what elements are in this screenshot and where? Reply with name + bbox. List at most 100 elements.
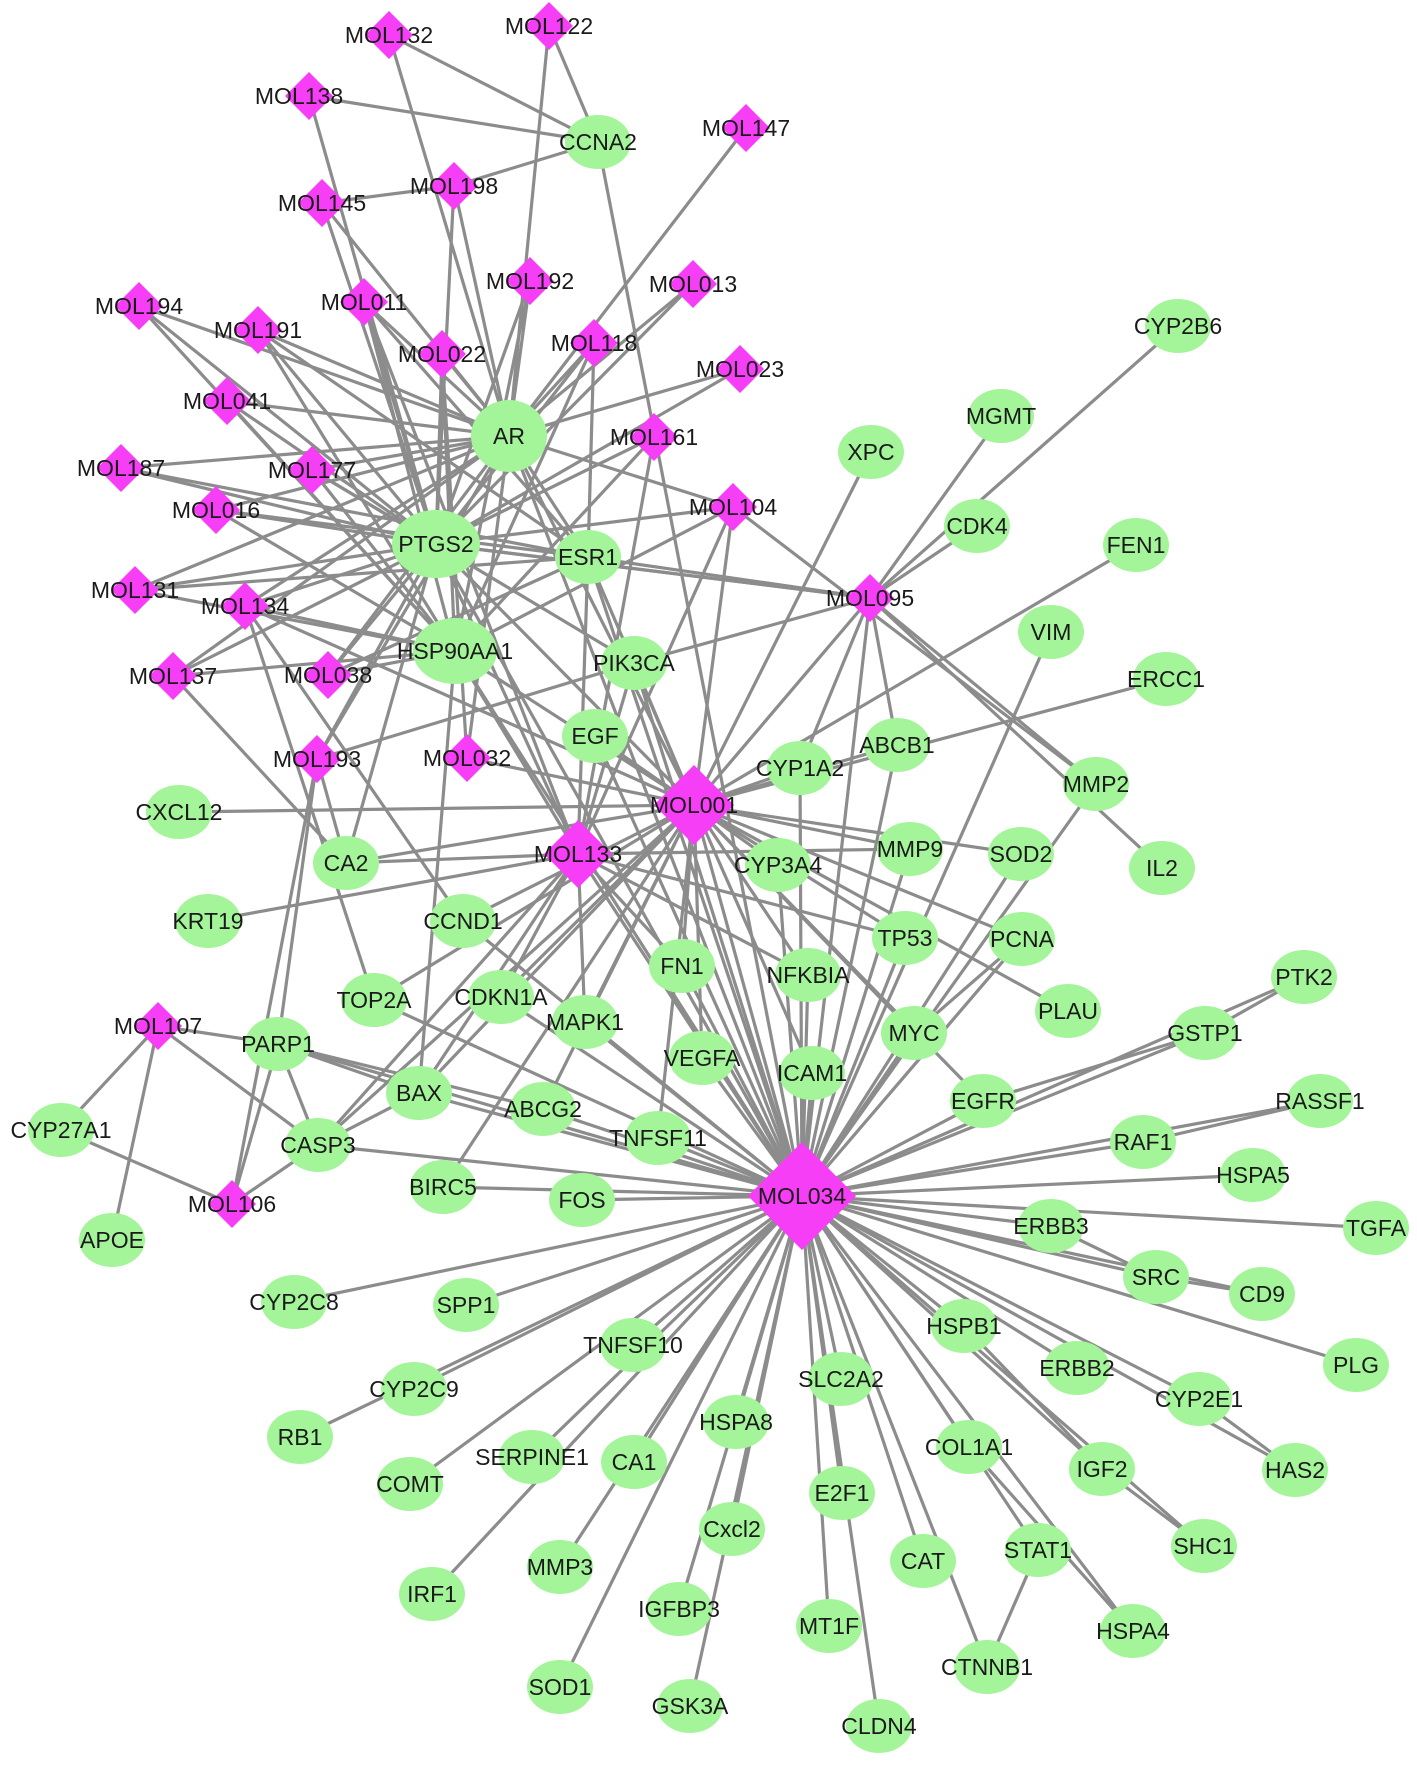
edge-MOL193-PIK3CA xyxy=(316,661,635,761)
target-node-vim xyxy=(1018,605,1084,659)
edge-MOL001-FEN1 xyxy=(693,543,1137,807)
target-node-cyp2e1 xyxy=(1166,1372,1232,1426)
target-node-parp1 xyxy=(245,1017,311,1071)
target-node-cyp2b6 xyxy=(1145,299,1211,353)
compound-node-mol137 xyxy=(149,652,197,700)
node-label-ca1: CA1 xyxy=(612,1449,657,1475)
target-node-krt19 xyxy=(175,894,241,948)
node-label-cyp1a2: CYP1A2 xyxy=(756,755,844,781)
target-node-plg xyxy=(1323,1338,1389,1392)
edge-MOL034-SERPINE1 xyxy=(530,1194,804,1459)
node-label-cxcl12: CXCL12 xyxy=(136,799,223,825)
node-label-hspa5: HSPA5 xyxy=(1216,1162,1290,1188)
target-node-shc1 xyxy=(1171,1519,1237,1573)
edge-MOL106-PARP1 xyxy=(230,1043,280,1205)
target-node-birc5 xyxy=(410,1160,476,1214)
edge-MOL104-MOL001 xyxy=(692,506,735,806)
target-node-ca2 xyxy=(313,836,379,890)
compound-node-mol194 xyxy=(115,282,163,330)
target-node-stat1 xyxy=(1005,1523,1071,1577)
target-node-col1a1 xyxy=(936,1420,1002,1474)
edge-MOL145-PTGS2 xyxy=(320,202,438,545)
target-node-casp3 xyxy=(285,1118,351,1172)
edge-MOL132-AR xyxy=(387,34,511,437)
node-label-shc1: SHC1 xyxy=(1173,1533,1234,1559)
compound-node-mol147 xyxy=(722,104,770,152)
node-label-mol022: MOL022 xyxy=(398,341,486,367)
edge-EGFR-GSTP1 xyxy=(982,1031,1206,1103)
edge-MOL095-MGMT xyxy=(868,415,1003,599)
edge-PTGS2-MOL034 xyxy=(434,543,804,1197)
edge-MOL193-AR xyxy=(315,435,511,760)
node-label-mol187: MOL187 xyxy=(77,455,165,481)
edge-MOL001-XPC xyxy=(692,451,873,806)
target-node-apoe xyxy=(79,1213,145,1267)
node-label-pcna: PCNA xyxy=(990,926,1055,952)
node-label-tp53: TP53 xyxy=(878,925,933,951)
target-node-icam1 xyxy=(779,1046,845,1100)
node-label-krt19: KRT19 xyxy=(172,908,243,934)
target-node-pik3ca xyxy=(601,636,667,690)
target-node-tp53 xyxy=(872,911,938,965)
node-label-mol137: MOL137 xyxy=(129,663,217,689)
edge-MOL131-AR xyxy=(134,434,510,592)
edge-MOL023-AR xyxy=(508,367,741,438)
target-node-bax xyxy=(386,1066,452,1120)
edge-MOL034-Cxcl2 xyxy=(730,1195,804,1530)
target-node-hspa8 xyxy=(703,1395,769,1449)
target-node-tnfsf10 xyxy=(600,1318,666,1372)
node-label-ccna2: CCNA2 xyxy=(559,129,637,155)
edge-MOL034-TGFA xyxy=(801,1194,1377,1230)
edge-MOL095-MOL001 xyxy=(692,596,872,807)
node-label-cyp2c8: CYP2C8 xyxy=(249,1289,338,1315)
edge-MOL034-SHC1 xyxy=(800,1194,1206,1548)
node-label-mmp9: MMP9 xyxy=(877,836,943,862)
compound-node-mol032 xyxy=(443,734,491,782)
target-node-sod2 xyxy=(988,827,1054,881)
target-node-cxcl12 xyxy=(146,785,212,839)
node-label-ercc1: ERCC1 xyxy=(1127,666,1205,692)
edge-MOL034-MMP9 xyxy=(800,848,912,1197)
target-node-xpc xyxy=(838,425,904,479)
node-label-ccnd1: CCND1 xyxy=(423,908,502,934)
node-label-mol194: MOL194 xyxy=(95,293,183,319)
target-node-ptk2 xyxy=(1271,950,1337,1004)
edge-MOL016-AR xyxy=(215,434,510,512)
compound-node-mol138 xyxy=(285,72,333,120)
edge-MOL137-PTGS2 xyxy=(172,542,437,678)
edge-MOL001-ABCG2 xyxy=(541,804,696,1110)
target-node-nfkbia xyxy=(775,948,841,1002)
edge-MOL034-MAPK1 xyxy=(583,1020,804,1198)
edge-MOL001-BIRC5 xyxy=(441,804,696,1188)
edge-CCNA2-MOL034 xyxy=(596,141,804,1197)
edge-KRT19-MOL133 xyxy=(207,852,579,923)
node-label-mol131: MOL131 xyxy=(91,577,179,603)
edge-MOL118-HSP90AA1 xyxy=(453,342,596,652)
node-label-col1a1: COL1A1 xyxy=(925,1434,1013,1460)
node-label-gsk3a: GSK3A xyxy=(652,1693,729,1719)
edge-MOL041-AR xyxy=(226,399,510,438)
edge-MOL133-CASP3 xyxy=(316,852,580,1147)
edge-MOL034-CYP2C8 xyxy=(293,1194,803,1304)
target-node-cyp1a2 xyxy=(767,741,833,795)
edge-MOL198-AR xyxy=(452,185,511,437)
node-label-mol198: MOL198 xyxy=(410,173,498,199)
edge-MOL034-PLG xyxy=(801,1194,1357,1367)
node-label-hspa4: HSPA4 xyxy=(1096,1618,1170,1644)
edge-MOL001-MMP9 xyxy=(693,803,911,851)
node-label-ca2: CA2 xyxy=(324,850,369,876)
node-label-cd9: CD9 xyxy=(1239,1281,1285,1307)
target-node-has2 xyxy=(1262,1443,1328,1497)
node-label-mol038: MOL038 xyxy=(284,662,372,688)
edge-MOL194-PTGS2 xyxy=(137,304,438,546)
node-label-cxcl2: Cxcl2 xyxy=(703,1516,761,1542)
node-label-mmp2: MMP2 xyxy=(1063,771,1129,797)
compound-node-mol134 xyxy=(221,582,269,630)
target-node-cxcl2 xyxy=(699,1502,765,1556)
edge-CDKN1A-MOL034 xyxy=(500,995,803,1198)
node-label-abcb1: ABCB1 xyxy=(859,732,934,758)
target-node-mapk1 xyxy=(552,995,618,1049)
target-node-egf xyxy=(562,709,628,763)
target-node-ptgs2 xyxy=(392,510,480,578)
